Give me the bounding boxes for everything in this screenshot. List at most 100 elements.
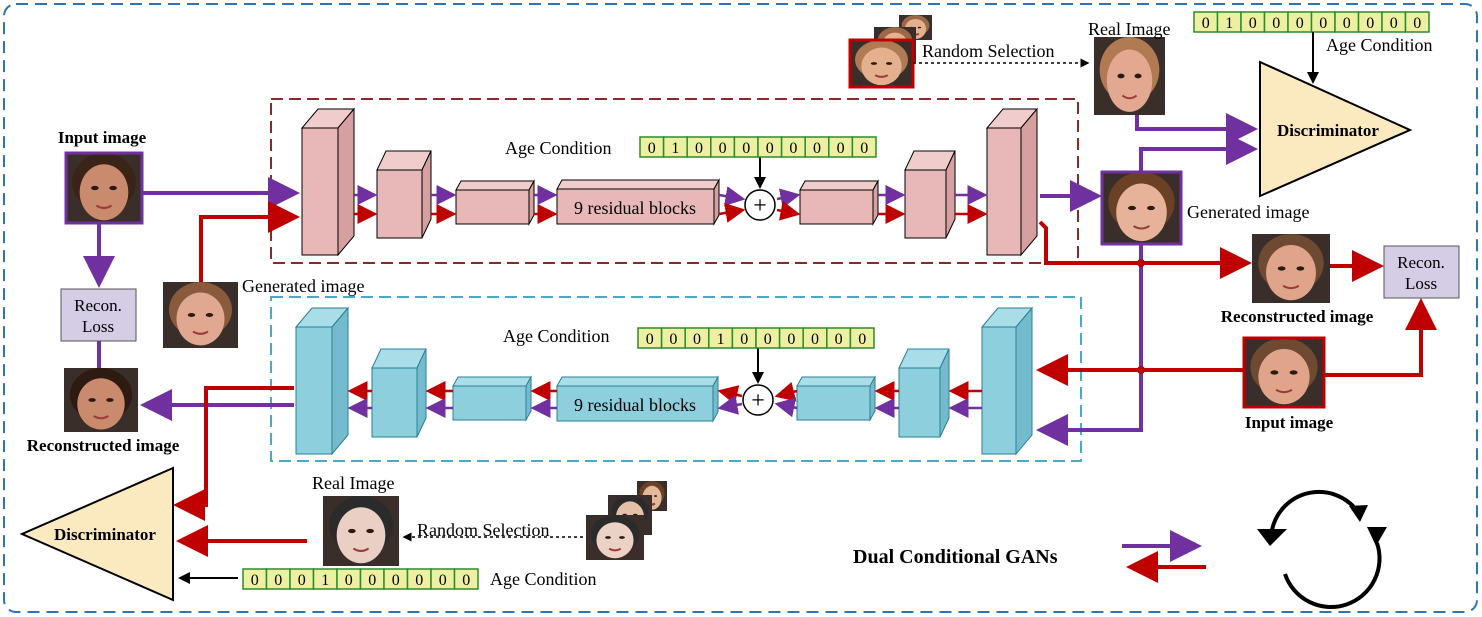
bottom-block-2-side	[416, 348, 427, 438]
age-vector-digit: 0	[695, 140, 703, 157]
legend-label: Dual Conditional GANs	[853, 546, 1058, 568]
age-vector-cell	[1404, 11, 1430, 33]
svg-text:Recon.: Recon.	[1397, 253, 1445, 272]
label-real-image-top: Real Image	[1088, 19, 1170, 39]
top-plus-node: +	[744, 189, 776, 221]
bottom-left-age-label: Age Condition	[490, 569, 597, 589]
face-reconstructed-right	[1252, 234, 1330, 303]
face-generated-left	[163, 282, 238, 348]
age-vector-digit: 0	[392, 572, 400, 589]
age-vector-digit: 0	[298, 572, 306, 589]
outer-frame	[3, 3, 1478, 613]
age-vector-digit: 0	[860, 140, 868, 157]
bottom-block-5-face	[898, 367, 941, 438]
top-block-6-side	[1020, 107, 1038, 257]
bottom-block-1-face	[295, 326, 333, 455]
age-vector-digit: 0	[789, 140, 797, 157]
top-block-1-face	[301, 127, 339, 256]
age-vector-digit: 0	[345, 572, 353, 589]
svg-text:Discriminator: Discriminator	[54, 525, 156, 544]
age-vector-digit: 0	[766, 140, 774, 157]
label-real-image-bottom: Real Image	[312, 473, 394, 493]
flow-generated-to-bottom-generator	[1036, 244, 1143, 446]
age-vector-cell	[851, 136, 877, 158]
top-block-2-side	[421, 150, 432, 239]
top-block-3-top	[455, 180, 535, 191]
top-block-2-face	[376, 169, 423, 239]
flow-top-generator-to-reconstructed-right	[1038, 220, 1252, 279]
bottom-block-5-side	[939, 348, 950, 438]
bottom-generator-age-label: Age Condition	[503, 326, 610, 346]
label-input-image-right: Input image	[1245, 413, 1334, 432]
top-block-5-side	[945, 150, 956, 239]
age-vector-digit: 0	[1202, 15, 1210, 32]
face-stack-top-1	[848, 38, 915, 89]
bottom-block-6-face	[981, 326, 1017, 455]
discriminator-top: Discriminator	[1259, 60, 1413, 198]
age-vector-digit: 0	[669, 331, 677, 348]
bottom-block-6-side	[1015, 306, 1033, 456]
age-vector-digit: 0	[368, 572, 376, 589]
age-vector-digit: 0	[1390, 15, 1398, 32]
top-block-6-face	[986, 127, 1022, 256]
age-vector-cell	[849, 327, 875, 349]
face-generated-top	[1100, 170, 1183, 246]
face-real-top	[1094, 37, 1165, 115]
top-block-5-face	[904, 169, 947, 239]
age-vector-digit: 0	[462, 572, 470, 589]
top-residual-label: 9 residual blocks	[574, 198, 696, 218]
junction-dot-mid	[1137, 366, 1145, 374]
age-vector-cell	[453, 568, 479, 590]
age-vector-digit: 0	[1296, 15, 1304, 32]
age-vector-digit: 0	[693, 331, 701, 348]
top-right-age-label: Age Condition	[1326, 35, 1433, 55]
age-vector-digit: 1	[717, 331, 725, 348]
svg-text:Recon.: Recon.	[74, 296, 122, 315]
bottom-internal-arrows	[347, 381, 982, 418]
age-vector-digit: 0	[811, 331, 819, 348]
bottom-block-2-face	[371, 367, 418, 438]
top-residual-side	[713, 178, 720, 226]
junction-dot-top	[1137, 259, 1145, 267]
age-vector-digit: 0	[787, 331, 795, 348]
face-stack-bottom-1	[586, 515, 644, 560]
age-vector-digit: 0	[742, 140, 750, 157]
label-reconstructed-left: Reconstructed image	[27, 436, 180, 455]
recon-loss-right: Recon. Loss	[1383, 245, 1460, 299]
age-vector-digit: 1	[321, 572, 329, 589]
age-vector-digit: 0	[274, 572, 282, 589]
flow-generated-left-to-top-generator	[199, 201, 300, 282]
face-real-bottom	[323, 496, 399, 566]
age-vector-digit: 0	[1343, 15, 1351, 32]
label-reconstructed-right: Reconstructed image	[1221, 307, 1374, 326]
top-internal-arrows	[354, 185, 988, 224]
bottom-generator-frame	[270, 296, 1082, 462]
bottom-block-4-top	[796, 376, 876, 387]
top-generator-age-label: Age Condition	[505, 138, 612, 158]
age-vector-digit: 0	[740, 331, 748, 348]
svg-text:Loss: Loss	[1405, 274, 1437, 293]
face-reconstructed-left	[64, 368, 138, 432]
bottom-block-3-top	[452, 376, 532, 387]
age-vector-digit: 0	[837, 140, 845, 157]
age-vector-digit: 0	[1249, 15, 1257, 32]
top-block-4-top	[799, 180, 879, 191]
bottom-generator-blocks	[294, 306, 1034, 456]
bottom-block-1-side	[331, 306, 349, 456]
label-generated-left: Generated image	[242, 276, 364, 296]
top-generator-blocks	[300, 107, 1039, 257]
face-input-left	[64, 151, 144, 225]
bottom-plus-node: +	[742, 384, 774, 416]
face-thumbnails	[64, 15, 1330, 566]
label-generated-top: Generated image	[1187, 202, 1309, 222]
top-block-4-face	[799, 189, 874, 225]
face-input-right	[1242, 336, 1326, 409]
age-vector-digit: 1	[1225, 15, 1233, 32]
label-random-selection-top: Random Selection	[922, 41, 1054, 61]
age-vector-digit: 0	[1272, 15, 1280, 32]
top-block-3-face	[455, 189, 530, 225]
bottom-residual-label: 9 residual blocks	[574, 395, 696, 415]
